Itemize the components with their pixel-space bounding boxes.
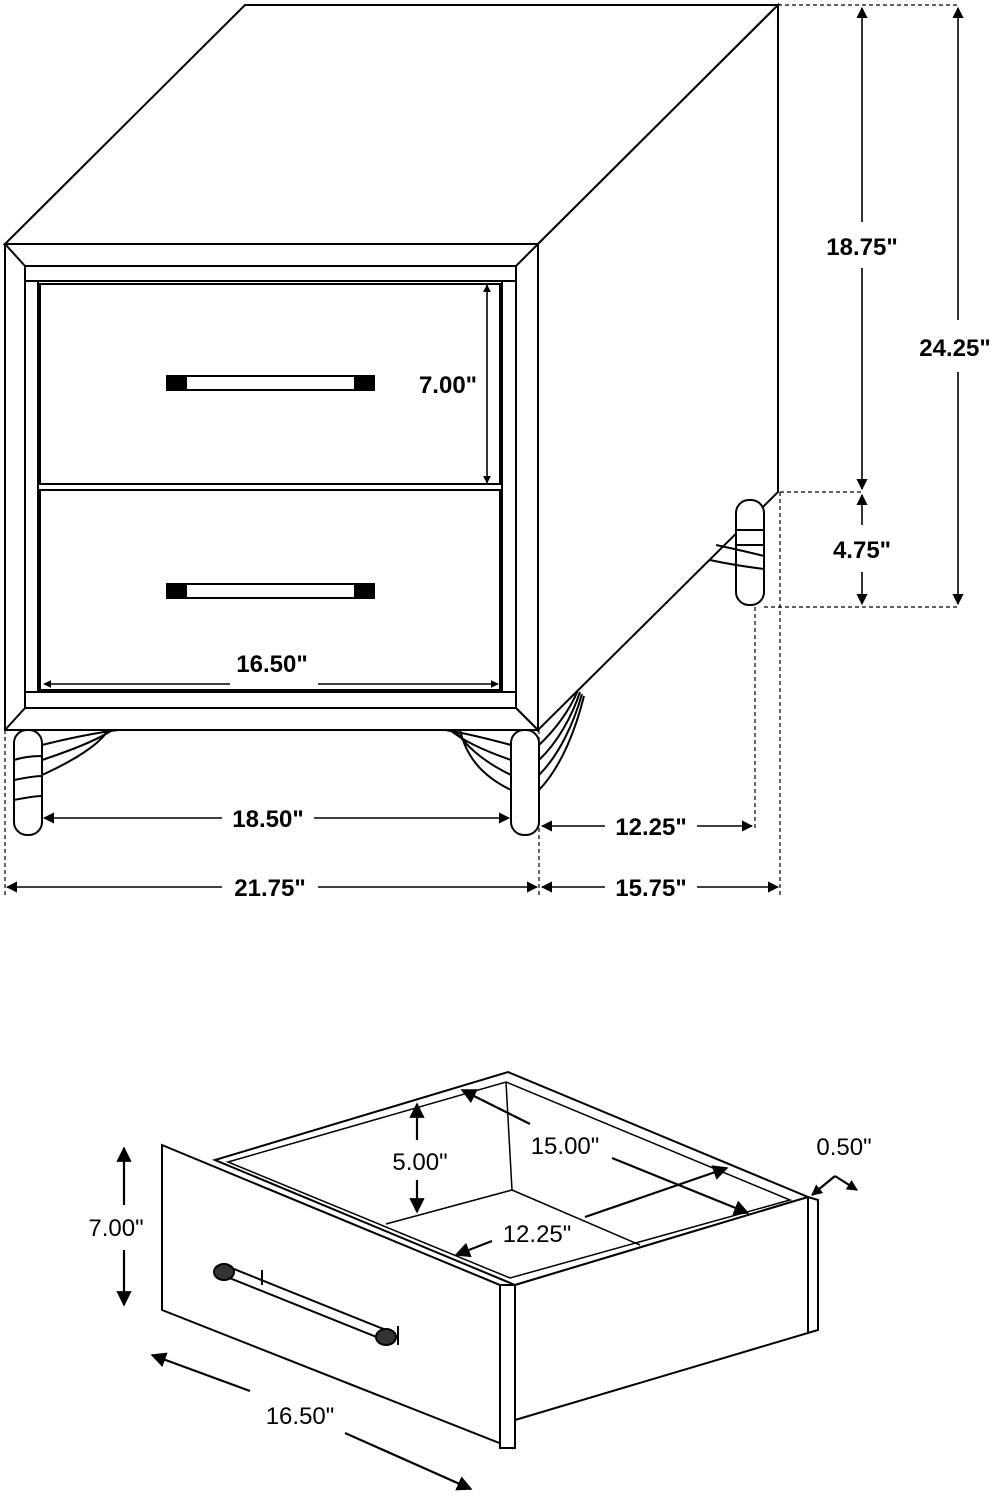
drawer-handles: [166, 375, 375, 599]
case-height-label: 18.75": [826, 234, 897, 261]
overall-width-label: 21.75": [234, 875, 305, 902]
leg-span-width-label: 18.50": [232, 806, 303, 833]
drawer-side-thickness-label: 0.50": [816, 1134, 871, 1161]
nightstand-legs: [13, 499, 765, 836]
top-drawer: [39, 283, 501, 485]
top-drawer-handle: [166, 375, 375, 391]
nightstand-extension-lines: [4, 4, 958, 895]
drawer-detail-handle: [213, 1263, 399, 1346]
drawer-front-width-label: 16.50": [266, 1403, 335, 1430]
drawer-dimension-lines: [116, 1089, 858, 1491]
leg-height-label: 4.75": [833, 537, 891, 564]
leg-front-left: [13, 729, 43, 836]
drawer-inner-width-label: 12.25": [503, 1221, 572, 1248]
bottom-drawer-handle: [166, 583, 375, 599]
bottom-drawer: [39, 489, 501, 691]
leg-front-right: [510, 729, 540, 836]
drawer-front-height-label: 7.00": [88, 1215, 143, 1242]
drawer-labels: 7.00" 5.00" 15.00" 0.50" 12.25" 16.50": [88, 1133, 871, 1430]
nightstand-dimension-lines: [5, 6, 964, 893]
drawer-drawing: [161, 1070, 819, 1450]
leg-span-depth-label: 12.25": [615, 814, 686, 841]
overall-depth-label: 15.75": [615, 875, 686, 902]
total-height-label: 24.25": [919, 335, 990, 362]
nightstand-front: [4, 243, 539, 731]
nightstand-drawing: [2, 2, 781, 733]
nightstand-labels: 24.25" 18.75" 4.75" 7.00" 16.50" 18.50" …: [232, 234, 990, 902]
drawer-inner-height-label: 5.00": [392, 1149, 447, 1176]
drawer-inner-width-label: 16.50": [236, 651, 307, 678]
drawer-front-height-label: 7.00": [419, 372, 477, 399]
drawer-inner-depth-label: 15.00": [531, 1133, 600, 1160]
